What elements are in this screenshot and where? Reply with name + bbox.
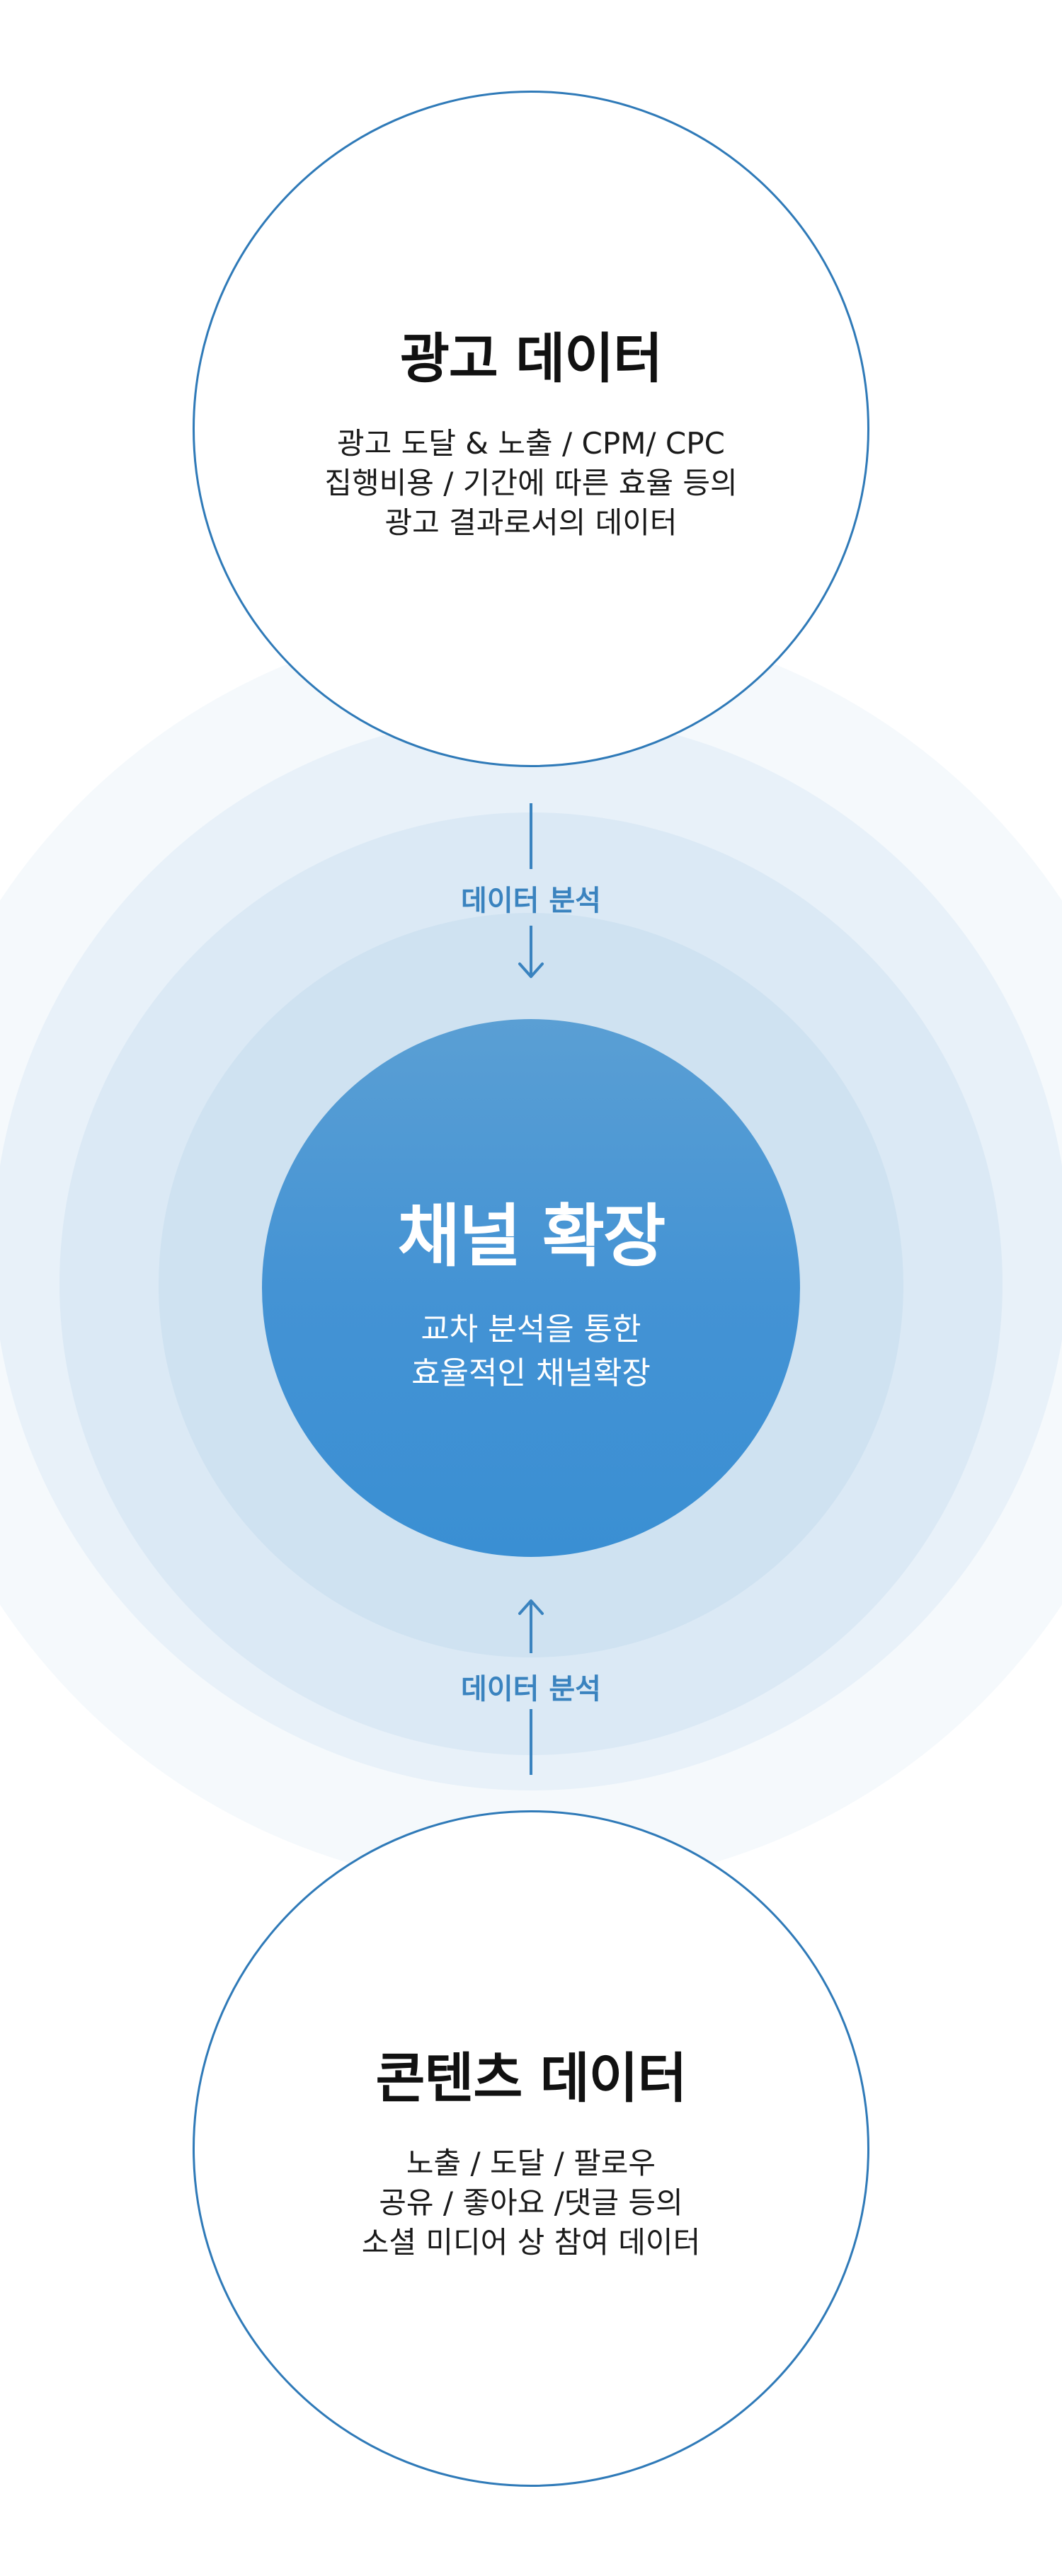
channel-expansion-description: 교차 분석을 통한 효율적인 채널확장	[411, 1308, 651, 1396]
ad-data-line: 광고 결과로서의 데이터	[384, 505, 678, 540]
content-data-line: 공유 / 좋아요 /댓글 등의	[379, 2185, 683, 2220]
ad-data-title: 광고 데이터	[399, 327, 663, 390]
content-data-node: 콘텐츠 데이터 노출 / 도달 / 팔로우 공유 / 좋아요 /댓글 등의 소셜…	[193, 1810, 869, 2487]
bottom-analysis-label: 데이터 분석	[461, 1673, 601, 1706]
ad-data-line: 광고 도달 & 노출 / CPM/ CPC	[337, 426, 725, 461]
ad-data-node: 광고 데이터 광고 도달 & 노출 / CPM/ CPC 집행비용 / 기간에 …	[193, 91, 869, 767]
channel-expansion-line: 교차 분석을 통한	[421, 1311, 641, 1347]
content-data-line: 노출 / 도달 / 팔로우	[406, 2146, 656, 2180]
channel-expansion-line: 효율적인 채널확장	[411, 1355, 651, 1391]
ad-data-line: 집행비용 / 기간에 따른 효율 등의	[324, 466, 738, 500]
content-data-description: 노출 / 도달 / 팔로우 공유 / 좋아요 /댓글 등의 소셜 미디어 상 참…	[362, 2144, 700, 2262]
channel-expansion-title: 채널 확장	[397, 1196, 666, 1276]
top-analysis-label: 데이터 분석	[461, 885, 601, 917]
channel-expansion-node: 채널 확장 교차 분석을 통한 효율적인 채널확장	[262, 1019, 800, 1557]
content-data-line: 소셜 미디어 상 참여 데이터	[361, 2225, 701, 2260]
content-data-title: 콘텐츠 데이터	[375, 2047, 687, 2110]
ad-data-description: 광고 도달 & 노출 / CPM/ CPC 집행비용 / 기간에 따른 효율 등…	[324, 424, 737, 543]
